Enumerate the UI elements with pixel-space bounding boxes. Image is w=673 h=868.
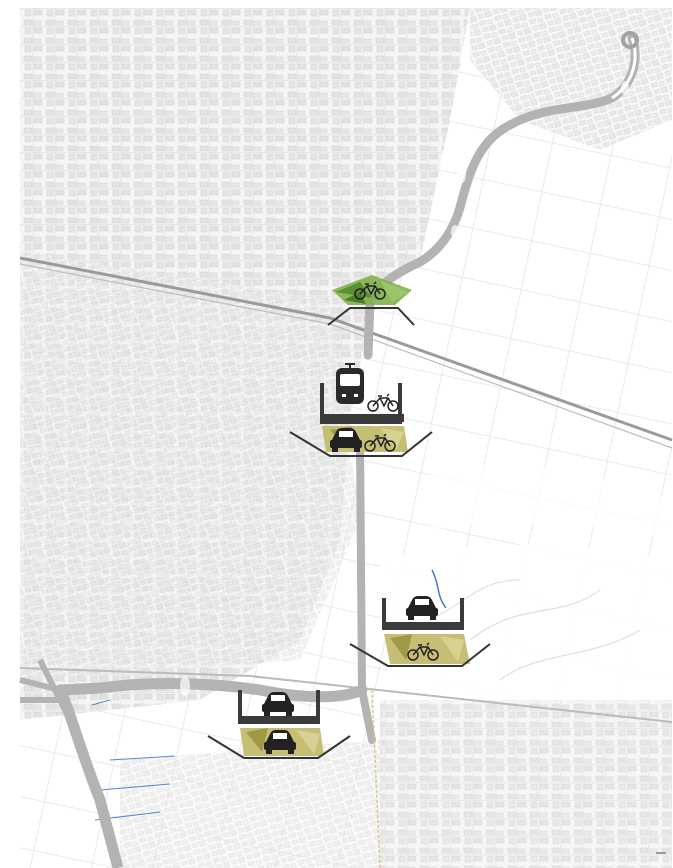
water-streams (91, 569, 447, 821)
cross-section-2[interactable] (289, 363, 433, 457)
cross-section-4[interactable] (207, 690, 351, 759)
cross-section-3[interactable] (349, 596, 491, 667)
bicycle-icon (407, 642, 439, 661)
bicycle-icon (364, 433, 396, 452)
car-icon (262, 692, 294, 716)
bicycle-icon (367, 393, 399, 412)
car-icon (264, 730, 296, 754)
car-icon (406, 596, 438, 620)
cross-section-1[interactable] (327, 275, 415, 326)
tram-icon (336, 363, 364, 404)
car-icon (330, 428, 362, 452)
route-corridor (19, 31, 640, 868)
bicycle-icon (354, 281, 386, 300)
